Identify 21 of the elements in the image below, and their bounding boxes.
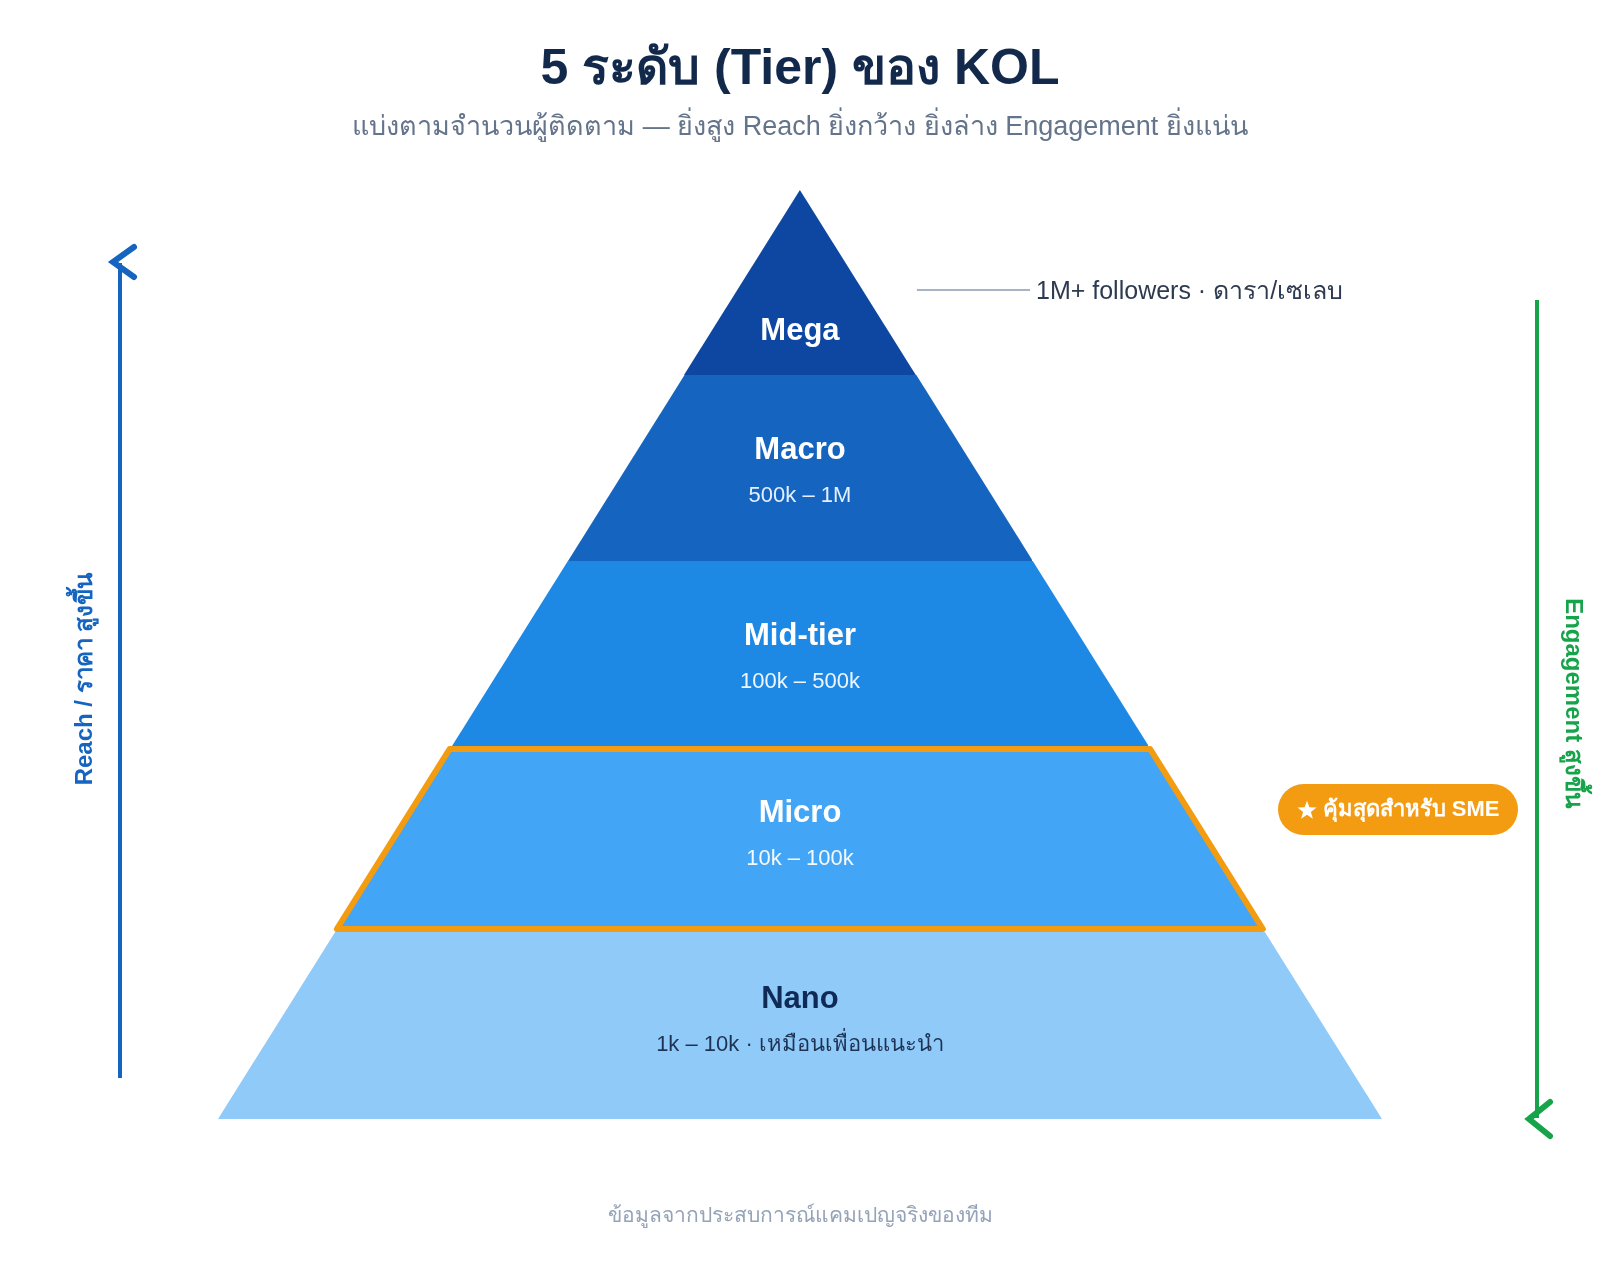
pyramid-tier	[217, 932, 1382, 1119]
pyramid-tier	[451, 561, 1149, 746]
tier-name: Micro	[758, 792, 842, 831]
tier-name: Nano	[761, 978, 839, 1017]
follower-range: 500k – 1M	[748, 480, 852, 509]
leader-line	[916, 289, 1031, 291]
subtitle: แบ่งตามจำนวนผู้ติดตาม — ยิ่งสูง Reach ยิ่งกว้าง ยิ่งล่าง Engagement ยิ่งแน่น	[352, 109, 1248, 145]
tier-name: Mega	[760, 310, 840, 349]
badge-label: คุ้มสุดสำหรับ SME	[1322, 795, 1500, 824]
highlight-badge	[1278, 784, 1518, 835]
tier-name: Macro	[754, 429, 846, 468]
axis-label: Reach / ราคา สูงขึ้น	[68, 572, 100, 786]
follower-range: 1k – 10k · เหมือนเพื่อนแนะนำ	[656, 1029, 944, 1058]
title: 5 ระดับ (Tier) ของ KOL	[540, 37, 1060, 97]
tier-name: Mid-tier	[744, 615, 856, 654]
follower-range: 10k – 100k	[746, 843, 854, 872]
pyramid-tier	[567, 375, 1033, 561]
annotation-text: 1M+ followers · ดารา/เซเลบ	[1036, 273, 1344, 307]
axis-label: Engagement สูงขึ้น	[1558, 598, 1590, 808]
follower-range: 100k – 500k	[740, 666, 860, 695]
source-note: ข้อมูลจากประสบการณ์แคมเปญจริงของทีม	[607, 1202, 993, 1229]
